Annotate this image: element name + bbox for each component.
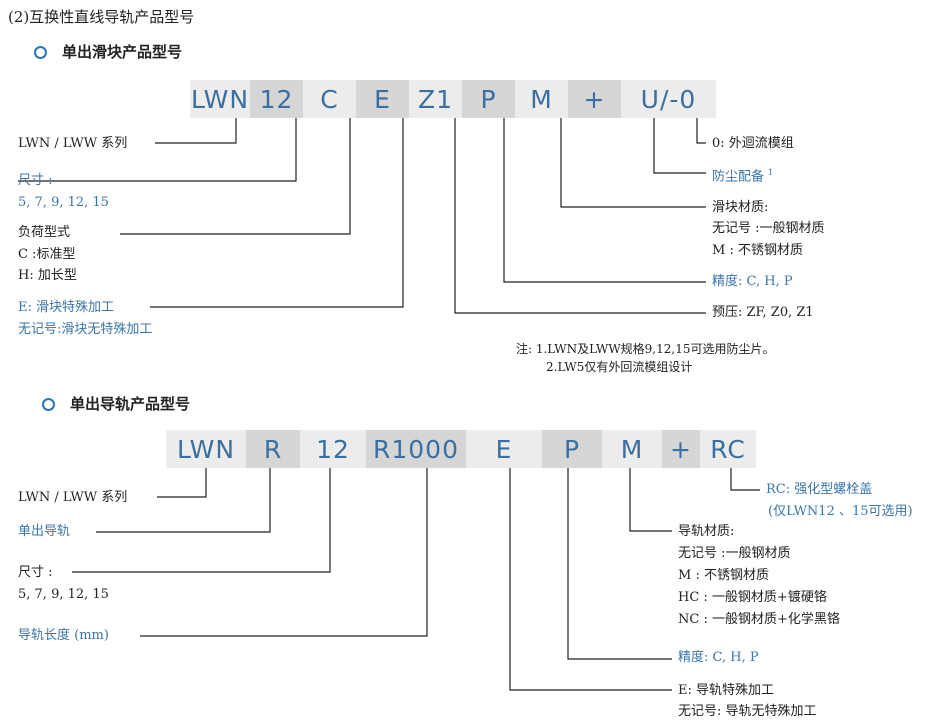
section-bullet-icon xyxy=(34,46,47,59)
block-material-title: 滑块材质: xyxy=(712,200,769,215)
block-series-label: LWN / LWW 系列 xyxy=(18,136,128,151)
code-cell-preload: Z1 xyxy=(409,80,462,118)
code-cell-load: C xyxy=(303,80,356,118)
block-load-c: C :标准型 xyxy=(18,247,76,262)
code-cell-precision: P xyxy=(462,80,515,118)
code-cell-size: 12 xyxy=(300,430,366,468)
code-cell-special: E xyxy=(466,430,542,468)
code-cell-series: LWN xyxy=(166,430,246,468)
section-bullet-icon xyxy=(42,398,55,411)
rail-size-title: 尺寸 : xyxy=(18,565,53,580)
block-section-title: 单出滑块产品型号 xyxy=(62,43,183,61)
rail-single-label: 单出导轨 xyxy=(18,524,71,539)
rail-section-title: 单出导轨产品型号 xyxy=(70,395,191,413)
block-note-2: 2.LW5仅有外回流模组设计 xyxy=(546,360,693,374)
rail-size-values: 5, 7, 9, 12, 15 xyxy=(18,587,109,602)
rail-rc-cap-label: RC: 强化型螺栓盖 xyxy=(766,482,873,497)
code-cell-plus: + xyxy=(568,80,621,118)
code-cell-size: 12 xyxy=(250,80,303,118)
rail-material-title: 导轨材质: xyxy=(678,524,735,539)
rail-precision-label: 精度: C, H, P xyxy=(678,650,759,665)
block-material-none: 无记号 :一般钢材质 xyxy=(712,221,825,236)
rail-material-m: M : 不锈钢材质 xyxy=(678,568,769,583)
block-special-e: E: 滑块特殊加工 xyxy=(18,300,115,315)
block-material-m: M : 不锈钢材质 xyxy=(712,243,803,258)
code-cell-material: M xyxy=(515,80,568,118)
rail-special-e: E: 导轨特殊加工 xyxy=(678,683,775,698)
rail-length-label: 导轨长度 (mm) xyxy=(18,628,109,643)
code-cell-cap: RC xyxy=(700,430,756,468)
rail-material-none: 无记号 :一般钢材质 xyxy=(678,546,791,561)
rail-code-row: LWN R 12 R1000 E P M + RC xyxy=(166,430,756,468)
code-cell-dust: U/-0 xyxy=(621,80,716,118)
block-preload-label: 预压: ZF, Z0, Z1 xyxy=(712,305,814,320)
page-heading: (2)互换性直线导轨产品型号 xyxy=(8,8,195,26)
block-dust-label: 防尘配备 1 xyxy=(712,168,774,185)
rail-special-none: 无记号: 导轨无特殊加工 xyxy=(678,704,817,719)
block-load-h: H: 加长型 xyxy=(18,268,77,283)
block-code-row: LWN 12 C E Z1 P M + U/-0 xyxy=(190,80,716,118)
rail-series-label: LWN / LWW 系列 xyxy=(18,490,128,505)
rail-rc-note: (仅LWN12 、15可选用) xyxy=(768,504,913,519)
rail-material-nc: NC : 一般钢材质+化学黑铬 xyxy=(678,612,840,627)
code-cell-material: M xyxy=(602,430,662,468)
block-load-title: 负荷型式 xyxy=(18,225,71,240)
code-cell-series: LWN xyxy=(190,80,250,118)
code-cell-plus: + xyxy=(662,430,700,468)
code-cell-special: E xyxy=(356,80,409,118)
block-note-1: 注: 1.LWN及LWW规格9,12,15可选用防尘片。 xyxy=(516,342,775,356)
code-cell-length: R1000 xyxy=(366,430,466,468)
block-size-values: 5, 7, 9, 12, 15 xyxy=(18,195,109,210)
code-cell-rail: R xyxy=(246,430,300,468)
block-special-none: 无记号:滑块无特殊加工 xyxy=(18,322,153,337)
block-precision-label: 精度: C, H, P xyxy=(712,274,793,289)
block-o-loop-label: 0: 外迴流模组 xyxy=(712,136,794,151)
code-cell-precision: P xyxy=(542,430,602,468)
rail-material-hc: HC : 一般钢材质+镀硬铬 xyxy=(678,590,827,605)
block-size-title: 尺寸 : xyxy=(18,173,53,188)
